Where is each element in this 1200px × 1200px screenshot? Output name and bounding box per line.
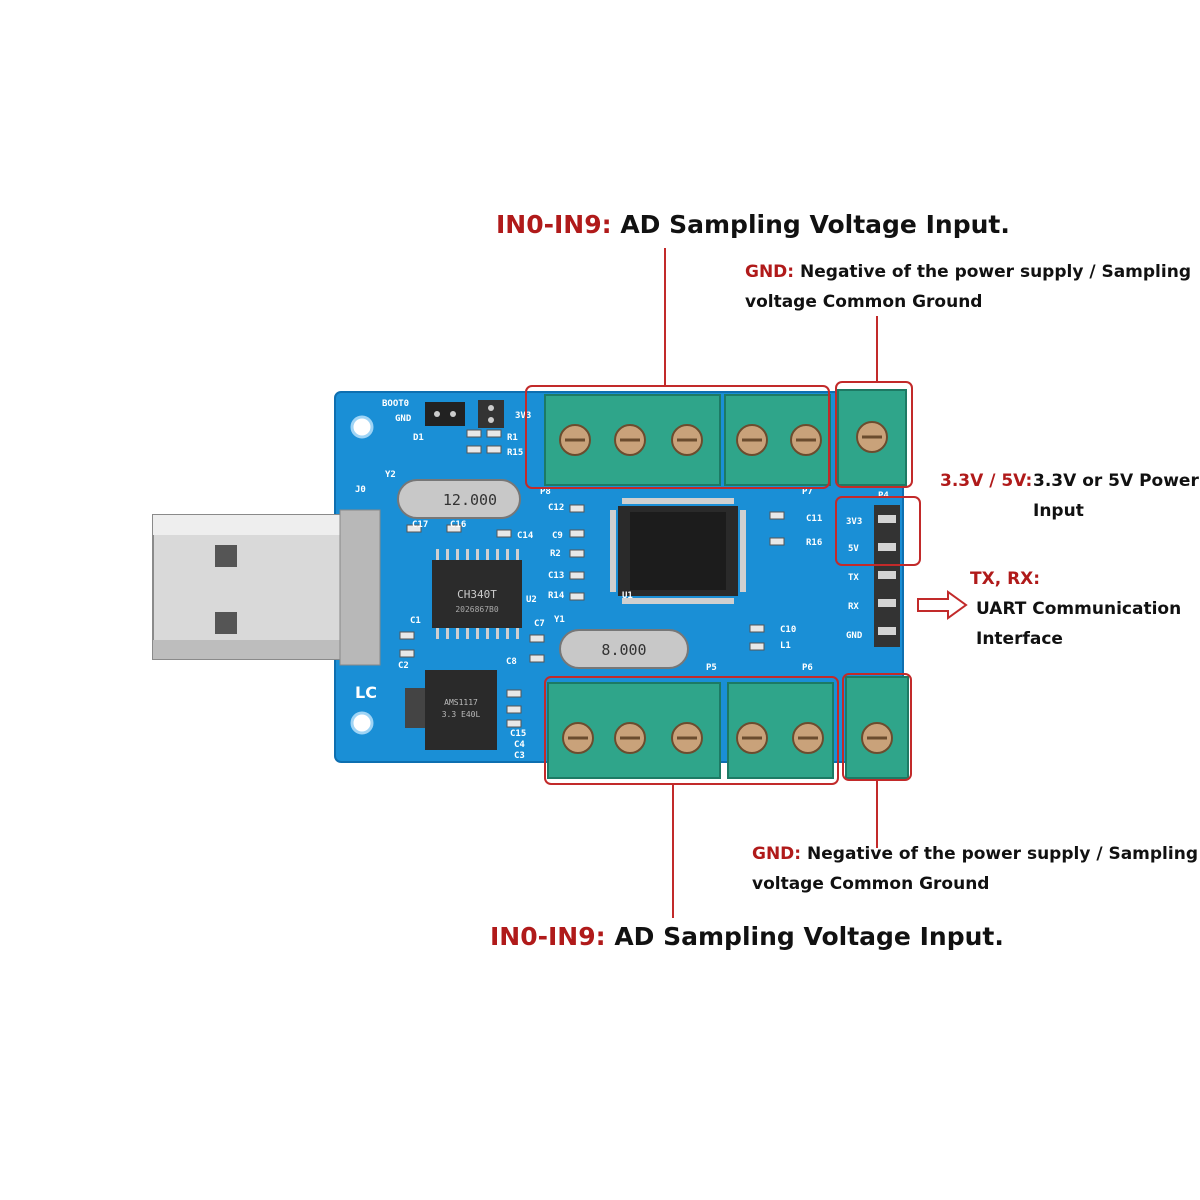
silk-p6: P6 [802, 663, 813, 673]
silk-c15: C15 [510, 729, 526, 739]
silk-c4: C4 [514, 740, 525, 750]
callout-lines [664, 248, 878, 918]
crystal-bottom-marking: 8.000 [601, 641, 646, 659]
callout-box-top-inputs [525, 385, 830, 489]
silk-u1: U1 [622, 591, 633, 601]
silk-y1: Y1 [554, 615, 565, 625]
top-input-annotation: IN0-IN9: AD Sampling Voltage Input. [496, 210, 1010, 239]
bottom-input-annotation: IN0-IN9: AD Sampling Voltage Input. [490, 922, 1004, 951]
silk-c3: C3 [514, 751, 525, 761]
mcu-chip [610, 498, 746, 604]
silk-r2: R2 [550, 549, 561, 559]
top-gnd-key: GND: [745, 262, 795, 282]
power-key: 3.3V / 5V: [940, 471, 1033, 491]
terminal-block-p6 [727, 682, 834, 779]
silk-r16: R16 [806, 538, 822, 548]
silk-lc-logo: LC [355, 683, 377, 702]
terminal-block-p8 [544, 394, 721, 486]
silk-hdr-gnd: GND [846, 631, 863, 641]
boot-jumper [425, 400, 504, 428]
top-gnd-line2: voltage Common Ground [745, 292, 983, 312]
silk-d1: D1 [413, 433, 424, 443]
regulator-sub-marking: 3.3 E40L [442, 710, 481, 719]
silk-c17: C17 [412, 520, 428, 530]
bottom-gnd-line1: Negative of the power supply / Sampling [801, 844, 1198, 864]
silk-c7: C7 [534, 619, 545, 629]
silk-c8: C8 [506, 657, 517, 667]
crystal-y2: 12.000 [397, 479, 521, 519]
silk-j0: J0 [355, 485, 366, 495]
power-line2: Input [1033, 501, 1084, 521]
silk-c14: C14 [517, 531, 534, 541]
silk-gnd: GND [395, 414, 412, 424]
usb-chip-marking: CH340T [457, 588, 497, 601]
silkscreen-labels: BOOT0 GND 3V3 D1 R1 R15 Y2 J0 P8 P7 P4 C… [355, 399, 889, 761]
usb-plug [152, 509, 381, 666]
uart-arrow-icon [917, 590, 968, 620]
top-input-key: IN0-IN9: [496, 210, 612, 239]
uart-line2: Interface [976, 629, 1063, 649]
terminal-block-gnd-top [837, 389, 907, 486]
voltage-regulator: AMS1117 3.3 E40L [405, 670, 497, 750]
silk-p8: P8 [540, 487, 551, 497]
top-input-text: AD Sampling Voltage Input. [611, 210, 1010, 239]
terminal-block-gnd-bottom [845, 676, 909, 779]
silk-c2: C2 [398, 661, 409, 671]
top-gnd-annotation: GND: Negative of the power supply / Samp… [745, 257, 1191, 317]
mounting-hole [350, 711, 374, 735]
regulator-marking: AMS1117 [444, 698, 478, 707]
bottom-input-key: IN0-IN9: [490, 922, 606, 951]
bottom-gnd-key: GND: [752, 844, 802, 864]
silk-p7: P7 [802, 487, 813, 497]
silk-r1: R1 [507, 433, 518, 443]
silk-hdr-tx: TX [848, 573, 859, 583]
uart-power-header [874, 505, 900, 647]
bottom-input-text: AD Sampling Voltage Input. [605, 922, 1004, 951]
terminal-block-p5 [547, 682, 721, 779]
silk-p5: P5 [706, 663, 717, 673]
bottom-gnd-annotation: GND: Negative of the power supply / Samp… [752, 839, 1198, 899]
callout-box-top-gnd [835, 381, 913, 488]
silk-boot0: BOOT0 [382, 399, 409, 409]
silk-c13: C13 [548, 571, 564, 581]
silk-c12: C12 [548, 503, 564, 513]
silk-hdr-rx: RX [848, 602, 859, 612]
silk-hdr-3v3: 3V3 [846, 517, 862, 527]
silk-3v3: 3V3 [515, 411, 531, 421]
power-line1: 3.3V or 5V Power [1033, 471, 1199, 491]
silk-r15: R15 [507, 448, 523, 458]
silk-c9: C9 [552, 531, 563, 541]
usb-serial-chip: CH340T 2026867B0 [432, 549, 522, 639]
silk-c1: C1 [410, 616, 421, 626]
terminal-block-p7 [724, 394, 831, 486]
silk-c10: C10 [780, 625, 796, 635]
callout-box-bottom-inputs [544, 676, 839, 785]
uart-annotation: UART Communication Interface [976, 594, 1181, 654]
callout-box-power-pins [835, 496, 921, 566]
mounting-hole [350, 415, 374, 439]
silk-hdr-5v: 5V [848, 544, 859, 554]
smd-components [399, 429, 785, 728]
uart-line1: UART Communication [976, 599, 1182, 619]
uart-key: TX, RX: [970, 569, 1041, 589]
silk-r14: R14 [548, 591, 565, 601]
bottom-gnd-line2: voltage Common Ground [752, 874, 990, 894]
callout-boxes [525, 381, 921, 785]
silk-l1: L1 [780, 641, 791, 651]
top-gnd-line1: Negative of the power supply / Sampling [794, 262, 1191, 282]
silk-y2: Y2 [385, 470, 396, 480]
silk-c11: C11 [806, 514, 822, 524]
power-annotation: 3.3V or 5V Power Input [1033, 466, 1199, 526]
silk-c16: C16 [450, 520, 466, 530]
silk-u2: U2 [526, 595, 537, 605]
usb-chip-code: 2026867B0 [455, 605, 499, 614]
crystal-top-marking: 12.000 [443, 491, 497, 509]
crystal-y1: 8.000 [559, 629, 689, 669]
